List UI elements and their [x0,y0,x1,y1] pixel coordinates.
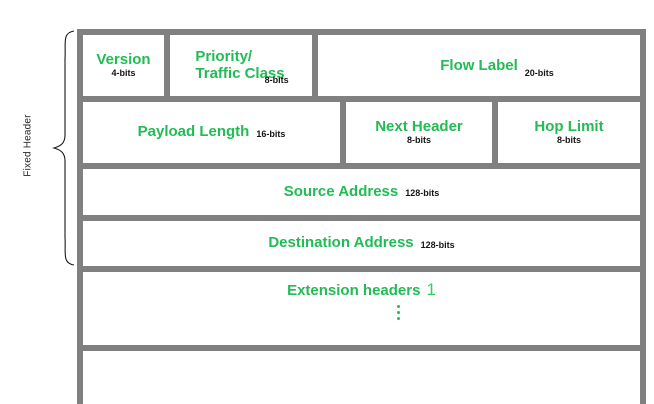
header-row-6-empty [83,345,640,404]
header-row-3: Source Address 128-bits [83,163,640,215]
field-priority-label-line2: Traffic Class [195,64,285,82]
field-priority-label-line1: Priority/ [195,47,253,65]
field-flow-label-bits: 20-bits [524,67,554,78]
field-hop-limit-label: Hop Limit [534,117,604,135]
field-extension-headers: Extension headers 1 [83,272,640,345]
header-row-5: Extension headers 1 [83,266,640,345]
fixed-header-label: Fixed Header [22,114,34,177]
field-hop-limit: Hop Limit 8-bits [492,102,640,163]
header-grid: Version 4-bits Priority/ Traffic Class 8… [77,29,646,404]
field-payload-length: Payload Length 16-bits [83,102,340,163]
field-flow-label: Flow Label 20-bits [312,35,640,96]
field-destination-address: Destination Address 128-bits [83,221,640,266]
header-row-4: Destination Address 128-bits [83,215,640,266]
field-priority-bits: 8-bits [264,75,289,86]
field-flow-label-text: Flow Label [440,56,518,74]
field-empty-trailing [83,351,640,404]
field-extension-headers-label: Extension headers [287,282,421,299]
field-source-address: Source Address 128-bits [83,169,640,215]
vertical-ellipsis-icon [396,305,400,320]
field-extension-headers-index: 1 [426,280,436,299]
field-version-bits: 4-bits [111,68,136,79]
header-row-1: Version 4-bits Priority/ Traffic Class 8… [83,29,640,96]
field-next-header: Next Header 8-bits [340,102,492,163]
field-payload-length-bits: 16-bits [256,128,286,139]
field-hop-limit-bits: 8-bits [556,135,581,146]
field-source-address-bits: 128-bits [405,188,440,199]
fixed-header-brace-icon [51,30,75,266]
field-next-header-bits: 8-bits [406,135,431,146]
field-source-address-label: Source Address [283,182,399,200]
field-next-header-label: Next Header [375,117,463,135]
field-destination-address-label: Destination Address [268,234,414,252]
field-version: Version 4-bits [83,35,164,96]
field-priority-traffic-class: Priority/ Traffic Class 8-bits [164,35,312,96]
field-destination-address-bits: 128-bits [420,239,455,250]
field-payload-length-label: Payload Length [137,123,250,141]
field-version-label: Version [96,50,151,68]
header-row-2: Payload Length 16-bits Next Header 8-bit… [83,96,640,163]
